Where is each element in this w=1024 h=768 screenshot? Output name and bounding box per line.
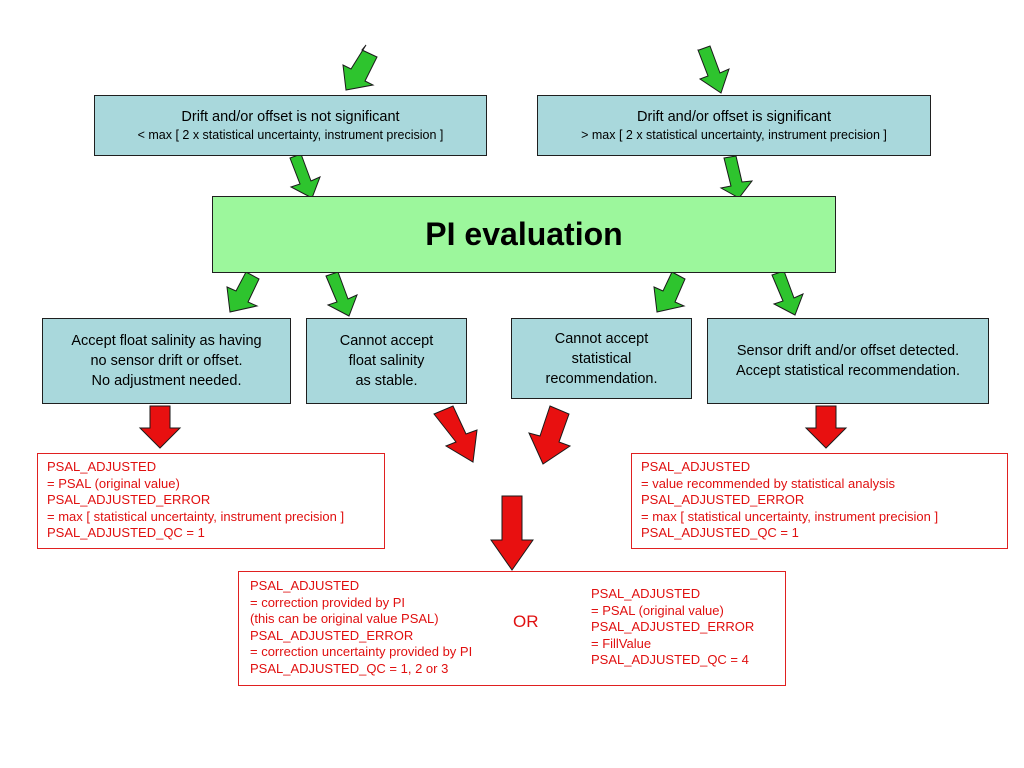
- significant-title: Drift and/or offset is significant: [637, 108, 831, 125]
- red-arrow-center: [490, 495, 534, 571]
- decision-drift-detected: Sensor drift and/or offset detected. Acc…: [707, 318, 989, 404]
- outcome-line: = correction uncertainty provided by PI: [250, 644, 473, 660]
- not-significant-title: Drift and/or offset is not significant: [181, 108, 400, 125]
- decision-line: recommendation.: [545, 370, 658, 387]
- decision-line: Accept statistical recommendation.: [735, 363, 961, 379]
- green-arrow-pi-out-1: [226, 271, 260, 313]
- pi-correction-option: PSAL_ADJUSTED = correction provided by P…: [250, 578, 472, 678]
- outcome-line: PSAL_ADJUSTED_QC = 1, 2 or 3: [250, 660, 449, 676]
- decision-line: statistical: [571, 350, 632, 367]
- outcome-line: = correction provided by PI: [250, 594, 405, 610]
- outcome-line: (this can be original value PSAL): [250, 611, 439, 627]
- red-arrow-left: [138, 405, 182, 449]
- fillvalue-option: PSAL_ADJUSTED = PSAL (original value) PS…: [591, 586, 754, 669]
- outcome-line: PSAL_ADJUSTED_ERROR: [591, 619, 755, 635]
- outcome-line: PSAL_ADJUSTED: [641, 459, 751, 474]
- green-arrow-right-to-pi: [719, 155, 754, 199]
- decision-line: Cannot accept: [554, 330, 649, 347]
- outcome-line: PSAL_ADJUSTED_ERROR: [47, 492, 211, 508]
- decision-cannot-accept-statistical: Cannot accept statistical recommendation…: [511, 318, 692, 399]
- outcome-line: PSAL_ADJUSTED_QC = 1: [641, 525, 799, 541]
- outcome-line: PSAL_ADJUSTED: [47, 459, 157, 474]
- not-significant-criterion: < max [ 2 x statistical uncertainty, ins…: [137, 127, 444, 142]
- outcome-line: = PSAL (original value): [591, 602, 724, 618]
- significant-box: Drift and/or offset is significant > max…: [537, 95, 931, 156]
- significant-criterion: > max [ 2 x statistical uncertainty, ins…: [581, 127, 887, 142]
- outcome-line: PSAL_ADJUSTED_ERROR: [250, 627, 414, 643]
- outcome-line: = max [ statistical uncertainty, instrum…: [641, 508, 939, 524]
- decision-line: Accept float salinity as having: [71, 333, 262, 349]
- red-arrow-diag-left: [433, 405, 478, 463]
- outcome-line: PSAL_ADJUSTED_ERROR: [641, 492, 805, 508]
- red-arrow-right: [804, 405, 848, 449]
- outcome-line: = value recommended by statistical analy…: [641, 475, 895, 491]
- decision-line: as stable.: [355, 373, 418, 389]
- outcome-line: = FillValue: [591, 635, 652, 651]
- not-significant-box: Drift and/or offset is not significant <…: [94, 95, 487, 156]
- outcome-line: PSAL_ADJUSTED_QC = 4: [591, 652, 749, 668]
- outcome-line: PSAL_ADJUSTED_QC = 1: [47, 525, 205, 541]
- pi-evaluation-box: PI evaluation: [212, 196, 836, 273]
- outcome-line: PSAL_ADJUSTED: [250, 578, 360, 593]
- green-arrow-top-left: [342, 44, 378, 91]
- green-arrow-left-to-pi: [289, 153, 321, 199]
- decision-line: no sensor drift or offset.: [90, 353, 243, 369]
- decision-line: float salinity: [348, 353, 425, 369]
- red-arrow-diag-right: [528, 405, 572, 465]
- outcome-line: = max [ statistical uncertainty, instrum…: [47, 508, 345, 524]
- outcome-no-adjustment-box: PSAL_ADJUSTED = PSAL (original value) PS…: [37, 453, 385, 549]
- outcome-statistical-box: PSAL_ADJUSTED = value recommended by sta…: [631, 453, 1008, 549]
- outcome-line: PSAL_ADJUSTED: [591, 586, 701, 601]
- green-arrow-top-right: [697, 45, 730, 94]
- outcome-pi-correction-box: PSAL_ADJUSTED = correction provided by P…: [238, 571, 786, 686]
- or-label: OR: [513, 612, 539, 631]
- pi-evaluation-label: PI evaluation: [425, 216, 623, 252]
- green-arrow-pi-out-3: [653, 271, 686, 313]
- outcome-line: = PSAL (original value): [47, 475, 180, 491]
- green-arrow-pi-out-4: [771, 270, 804, 316]
- decision-line: No adjustment needed.: [91, 373, 242, 389]
- decision-cannot-accept-stable: Cannot accept float salinity as stable.: [306, 318, 467, 404]
- decision-accept-no-drift: Accept float salinity as having no senso…: [42, 318, 291, 404]
- decision-line: Sensor drift and/or offset detected.: [736, 343, 960, 359]
- decision-line: Cannot accept: [339, 333, 434, 349]
- green-arrow-pi-out-2: [325, 271, 358, 317]
